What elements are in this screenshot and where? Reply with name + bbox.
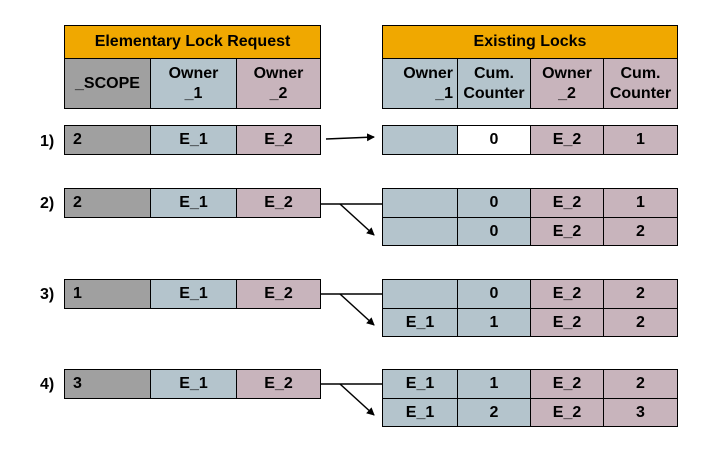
request-col-scope: _SCOPE bbox=[64, 58, 151, 109]
lock-cum2-cell: 2 bbox=[603, 369, 678, 399]
request-col-owner2: Owner _2 bbox=[236, 58, 321, 109]
lock-cum1-cell: 1 bbox=[457, 308, 531, 337]
request-owner2-cell: E_2 bbox=[236, 125, 321, 155]
arrow-case4-diag bbox=[339, 383, 375, 416]
lock-cum2-cell: 2 bbox=[603, 217, 678, 246]
request-scope-cell: 3 bbox=[64, 369, 151, 399]
lock-owner1-cell bbox=[382, 188, 458, 218]
request-col-owner1: Owner _1 bbox=[150, 58, 237, 109]
existing-col-owner2: Owner _2 bbox=[530, 58, 604, 109]
existing-col-owner1: Owner _1 bbox=[382, 58, 458, 109]
request-owner1-cell: E_1 bbox=[150, 279, 237, 309]
arrow-case3-diag bbox=[339, 293, 375, 326]
case-label: 3) bbox=[40, 286, 55, 303]
lock-cum2-cell: 1 bbox=[603, 125, 678, 155]
lock-owner1-cell bbox=[382, 125, 458, 155]
request-header-title: Elementary Lock Request bbox=[64, 25, 321, 59]
request-scope-cell: 2 bbox=[64, 125, 151, 155]
existing-col-cum2: Cum. Counter bbox=[603, 58, 678, 109]
request-owner1-cell: E_1 bbox=[150, 369, 237, 399]
lock-cum1-cell: 0 bbox=[457, 125, 531, 155]
lock-cum1-cell: 2 bbox=[457, 398, 531, 427]
existing-col-cum1: Cum. Counter bbox=[457, 58, 531, 109]
existing-header-title: Existing Locks bbox=[382, 25, 678, 59]
case-label: 1) bbox=[40, 133, 55, 150]
lock-cum2-cell: 3 bbox=[603, 398, 678, 427]
request-owner1-cell: E_1 bbox=[150, 125, 237, 155]
lock-owner1-cell: E_1 bbox=[382, 398, 458, 427]
request-owner2-cell: E_2 bbox=[236, 188, 321, 218]
request-owner1-cell: E_1 bbox=[150, 188, 237, 218]
request-owner2-cell: E_2 bbox=[236, 279, 321, 309]
request-owner2-cell: E_2 bbox=[236, 369, 321, 399]
arrow-case2-diag bbox=[339, 203, 375, 236]
case-label: 2) bbox=[40, 195, 55, 212]
lock-owner2-cell: E_2 bbox=[530, 188, 604, 218]
lock-owner2-cell: E_2 bbox=[530, 369, 604, 399]
lock-cum2-cell: 2 bbox=[603, 308, 678, 337]
lock-owner1-cell: E_1 bbox=[382, 369, 458, 399]
lock-owner2-cell: E_2 bbox=[530, 308, 604, 337]
arrow-case1 bbox=[325, 133, 375, 142]
request-scope-cell: 2 bbox=[64, 188, 151, 218]
lock-owner1-cell: E_1 bbox=[382, 308, 458, 337]
request-scope-cell: 1 bbox=[64, 279, 151, 309]
case-label: 4) bbox=[40, 376, 55, 393]
